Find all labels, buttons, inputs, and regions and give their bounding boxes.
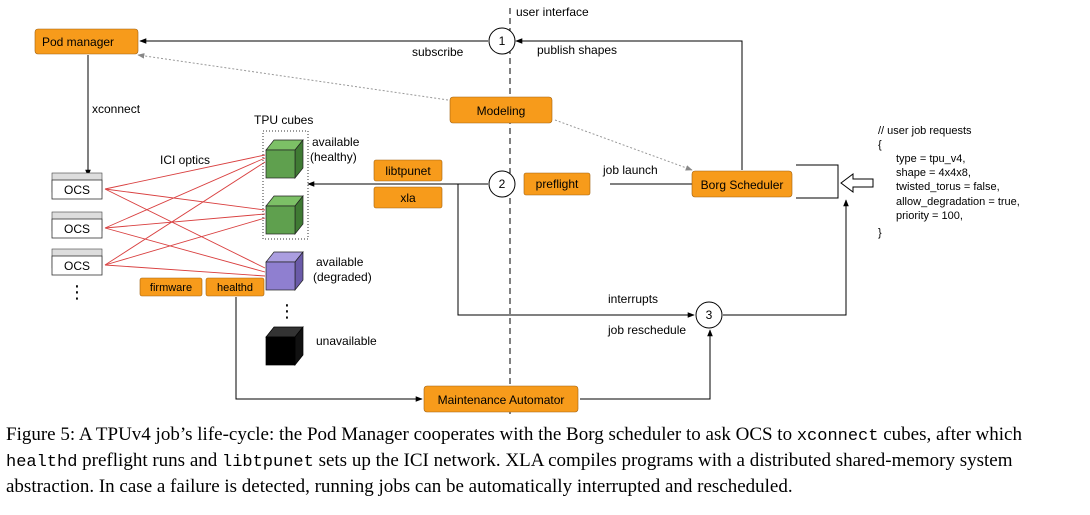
tpu-cube-healthy-2	[265, 195, 304, 235]
svg-text:Maintenance Automator: Maintenance Automator	[438, 393, 565, 407]
svg-text:preflight: preflight	[536, 177, 579, 191]
svg-text:type = tpu_v4,: type = tpu_v4,	[896, 153, 965, 165]
libtpunet-box: libtpunet	[373, 159, 443, 182]
tpu-cubes-label: TPU cubes	[254, 113, 313, 127]
interrupts-arrow	[457, 184, 695, 318]
healthd-box: healthd	[205, 277, 265, 297]
subscribe-label: subscribe	[412, 45, 464, 59]
degraded-label: (degraded)	[313, 270, 372, 284]
modeling-to-pod-dotted	[137, 53, 449, 101]
svg-text:3: 3	[706, 308, 713, 322]
svg-text:healthd: healthd	[217, 282, 253, 294]
firmware-box: firmware	[139, 277, 203, 297]
lifecycle-diagram: user interface	[34, 5, 1020, 415]
node-2: 2	[488, 170, 516, 198]
ocs-switch-2: OCS	[51, 211, 103, 239]
publish-shapes-label: publish shapes	[537, 43, 617, 57]
tpu-cubes-group	[262, 130, 309, 240]
borg-scheduler-box: Borg Scheduler	[691, 170, 793, 198]
svg-text:firmware: firmware	[150, 282, 192, 294]
svg-text:allow_degradation = true,: allow_degradation = true,	[896, 196, 1020, 208]
figure-caption: Figure 5: A TPUv4 job’s life-cycle: the …	[6, 424, 1027, 497]
svg-text:OCS: OCS	[64, 222, 90, 236]
svg-text:libtpunet: libtpunet	[385, 164, 431, 178]
ici-optics-label: ICI optics	[160, 153, 210, 167]
publish-shapes-arrow	[515, 38, 743, 170]
tpu-cube-healthy-1	[265, 139, 304, 179]
svg-text:shape = 4x4x8,: shape = 4x4x8,	[896, 167, 971, 179]
request-input-arrow	[840, 173, 874, 193]
xconnect-label: xconnect	[92, 102, 141, 116]
svg-text:}: }	[878, 227, 882, 239]
node-3: 3	[695, 301, 723, 329]
node-1: 1	[488, 27, 516, 55]
interrupts-label: interrupts	[608, 292, 658, 306]
pod-manager-box: Pod manager	[34, 28, 139, 55]
user-job-request: // user job requests { type = tpu_v4, sh…	[878, 125, 1020, 239]
maintenance-automator-box: Maintenance Automator	[423, 385, 579, 413]
ici-optics-links	[104, 154, 266, 277]
preflight-box: preflight	[523, 172, 591, 196]
svg-text:Modeling: Modeling	[477, 104, 526, 118]
cube-vdots: ⋮	[278, 301, 296, 321]
unavailable-label: unavailable	[316, 334, 377, 348]
available-label: available	[312, 135, 360, 149]
svg-text:OCS: OCS	[64, 183, 90, 197]
tpu-cube-unavailable	[265, 326, 304, 366]
available-degraded-label: available	[316, 255, 364, 269]
svg-text:xla: xla	[400, 191, 416, 205]
svg-text:Pod manager: Pod manager	[42, 35, 114, 49]
healthd-to-maintenance-arrow	[235, 297, 423, 402]
svg-text:2: 2	[499, 177, 506, 191]
svg-text:OCS: OCS	[64, 259, 90, 273]
modeling-to-borg-dotted	[554, 119, 693, 171]
request-bracket	[796, 164, 839, 199]
svg-text:twisted_torus = false,: twisted_torus = false,	[896, 181, 1000, 193]
job-reschedule-label: job reschedule	[607, 323, 686, 337]
ocs-vdots: ⋮	[68, 282, 86, 302]
modeling-box: Modeling	[449, 96, 553, 124]
svg-text:{: {	[878, 139, 882, 151]
tpu-cube-degraded	[265, 251, 304, 291]
user-interface-label: user interface	[516, 5, 589, 19]
svg-text:// user job requests: // user job requests	[878, 125, 972, 137]
healthy-label: (healthy)	[310, 150, 357, 164]
maintenance-to-node3-arrow	[580, 329, 713, 400]
ocs-switch-3: OCS	[51, 248, 103, 276]
ocs-switch-1: OCS	[51, 172, 103, 200]
svg-text:1: 1	[499, 34, 506, 48]
job-launch-label: job launch	[602, 163, 658, 177]
svg-text:priority = 100,: priority = 100,	[896, 210, 963, 222]
xla-box: xla	[373, 186, 443, 209]
reschedule-arrow	[723, 199, 849, 316]
svg-text:Borg Scheduler: Borg Scheduler	[701, 178, 784, 192]
